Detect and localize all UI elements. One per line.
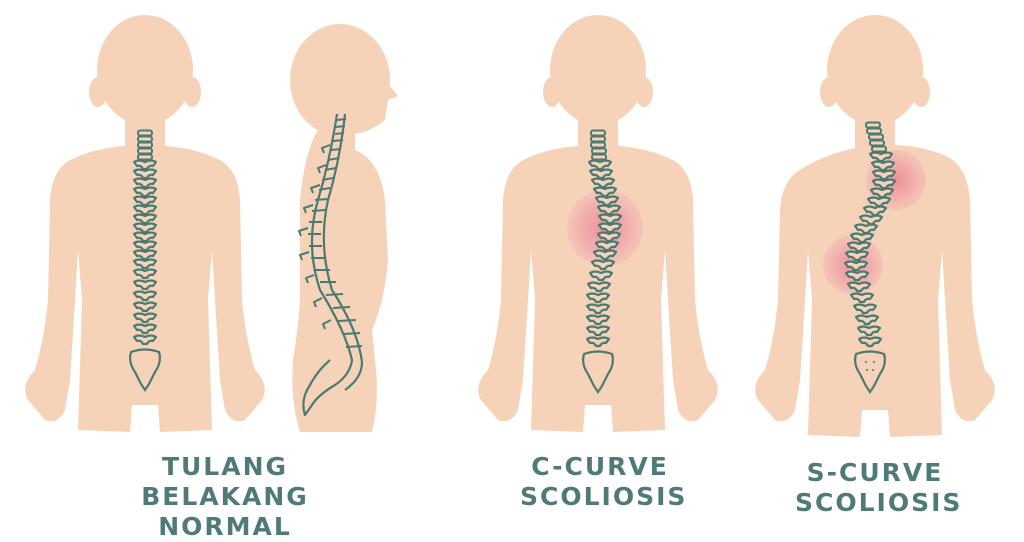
normal-back-spine bbox=[129, 129, 161, 392]
caption-normal-line2: Normal bbox=[158, 512, 292, 541]
caption-c-curve-line2: Scoliosis bbox=[520, 482, 688, 511]
body-illustrations bbox=[25, 15, 995, 437]
caption-normal: Tulang Belakang Normal bbox=[95, 452, 355, 542]
caption-s-curve-line2: Scoliosis bbox=[795, 488, 963, 517]
caption-c-curve-line1: C-Curve bbox=[531, 452, 669, 481]
c-curve-spine bbox=[582, 129, 623, 394]
caption-normal-line1: Tulang Belakang bbox=[141, 452, 309, 511]
caption-s-curve-line1: S-Curve bbox=[806, 458, 944, 487]
normal-side-spine bbox=[298, 113, 364, 417]
s-curve-spine bbox=[843, 121, 897, 394]
caption-c-curve: C-Curve Scoliosis bbox=[520, 452, 688, 512]
caption-s-curve: S-Curve Scoliosis bbox=[795, 458, 963, 518]
